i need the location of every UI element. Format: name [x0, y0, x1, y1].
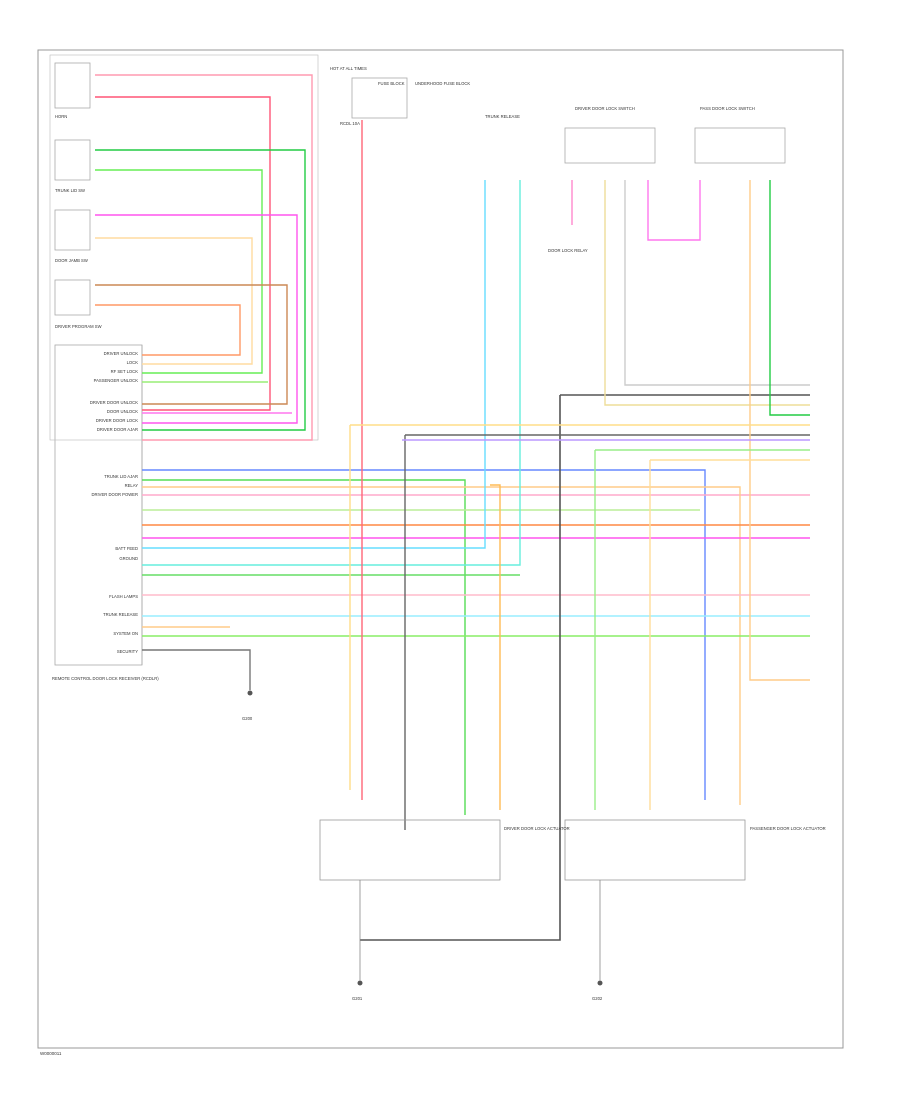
pin-label: DRIVER DOOR UNLOCK [90, 400, 138, 405]
sub-label-1: HORN [55, 114, 67, 119]
driver-switch-box [564, 127, 656, 164]
pass-actuator-box [564, 819, 746, 881]
pass-lock-sw-label: PASS DOOR LOCK SWITCH [700, 106, 755, 111]
pass-actuator-label: PASSENGER DOOR LOCK ACTUATOR [750, 826, 826, 831]
wire-brown-1 [95, 284, 288, 405]
component-box-1 [54, 62, 91, 109]
ground-dot-right [597, 980, 603, 986]
wire-magenta-1 [95, 214, 298, 424]
component-box-2 [54, 139, 91, 181]
wire-tan-vert-1 [604, 180, 810, 406]
relay-label: TRUNK RELEASE [485, 114, 520, 119]
wire-black-gnd [142, 649, 251, 690]
wire-green-1 [95, 149, 306, 431]
pin-label: RF SET LOCK [111, 369, 139, 374]
footer-id: W0000011 [40, 1051, 62, 1056]
sub-label-3: DOOR JAMB SW [55, 258, 88, 263]
center-label: DOOR LOCK RELAY [548, 248, 588, 253]
diagram-border [37, 49, 844, 1049]
pin-label: RELAY [125, 483, 139, 488]
pin-labels: DRIVER UNLOCK LOCK RF SET LOCK PASSENGER… [90, 351, 138, 654]
wire-blue-long [142, 469, 706, 800]
wire-pink-1 [95, 74, 313, 441]
component-box-3 [54, 209, 91, 251]
pin-label: PASSENGER UNLOCK [94, 378, 139, 383]
wire-gray-1 [624, 180, 810, 386]
wire-orange-1 [95, 304, 241, 356]
pin-label: TRUNK RELEASE [103, 612, 138, 617]
actuators: DRIVER DOOR LOCK ACTUATOR PASSENGER DOOR… [242, 690, 826, 1001]
ground-dot-module [247, 690, 253, 696]
pin-label: DOOR UNLOCK [107, 409, 138, 414]
pin-label: SECURITY [117, 649, 138, 654]
wire-green-vert [769, 180, 810, 416]
sub-label-4: DRIVER PROGRAM SW [55, 324, 102, 329]
driver-actuator-box [319, 819, 501, 881]
module-name: REMOTE CONTROL DOOR LOCK RECEIVER (RCDLR… [52, 676, 159, 681]
ground-label-left: G201 [352, 996, 363, 1001]
wire-green-long [142, 479, 466, 815]
pin-label: FLASH LAMPS [109, 594, 138, 599]
wires [95, 74, 810, 941]
wire-magenta-loop [647, 180, 701, 241]
wire-tan-right [649, 459, 810, 810]
fuse-block-box [351, 77, 408, 119]
wire-orange-right [490, 484, 501, 810]
pass-switch-box [694, 127, 786, 164]
driver-actuator-label: DRIVER DOOR LOCK ACTUATOR [504, 826, 570, 831]
wire-cyan-1 [142, 180, 486, 549]
module-labels: HORN TRUNK LID SW DOOR JAMB SW DRIVER PR… [52, 114, 159, 681]
ground-label-module: G200 [242, 716, 253, 721]
sub-label-2: TRUNK LID SW [55, 188, 85, 193]
underhood-label: UNDERHOOD FUSE BLOCK [415, 81, 470, 86]
fuse-id-label: RCDL 10A [340, 121, 360, 126]
pin-label: DRIVER DOOR LOCK [96, 418, 138, 423]
fuse-block-label: FUSE BLOCK [378, 81, 405, 86]
pin-label: TRUNK LID AJAR [104, 474, 138, 479]
wire-tan-1 [95, 237, 253, 365]
pin-label: GROUND [119, 556, 138, 561]
module-main-box [54, 344, 143, 666]
wire-ltgreen-1 [95, 169, 263, 374]
wire-cyan-2 [142, 180, 521, 566]
pin-label: DRIVER UNLOCK [104, 351, 139, 356]
component-box-4 [54, 279, 91, 316]
wire-yellow-long [349, 424, 810, 790]
top-labels: HOT AT ALL TIMES FUSE BLOCK RCDL 10A UND… [330, 66, 755, 253]
pin-label: LOCK [127, 360, 139, 365]
ground-dot-left [357, 980, 363, 986]
wire-tan-vert-2 [749, 180, 810, 681]
ground-label-right: G202 [592, 996, 603, 1001]
pin-label: DRIVER DOOR POWER [91, 492, 138, 497]
wire-dk-black-2 [404, 434, 810, 830]
left-module-group [49, 54, 319, 666]
wire-red-1 [95, 96, 271, 411]
wire-tan-long [142, 486, 741, 805]
hot-at-all-times-label: HOT AT ALL TIMES [330, 66, 367, 71]
wire-ltgreen-right [594, 449, 810, 810]
driver-lock-sw-label: DRIVER DOOR LOCK SWITCH [575, 106, 635, 111]
pin-label: SYSTEM ON [113, 631, 138, 636]
wire-dk-black [360, 394, 810, 941]
pin-label: DRIVER DOOR AJAR [97, 427, 138, 432]
pin-label: BATT FEED [115, 546, 138, 551]
